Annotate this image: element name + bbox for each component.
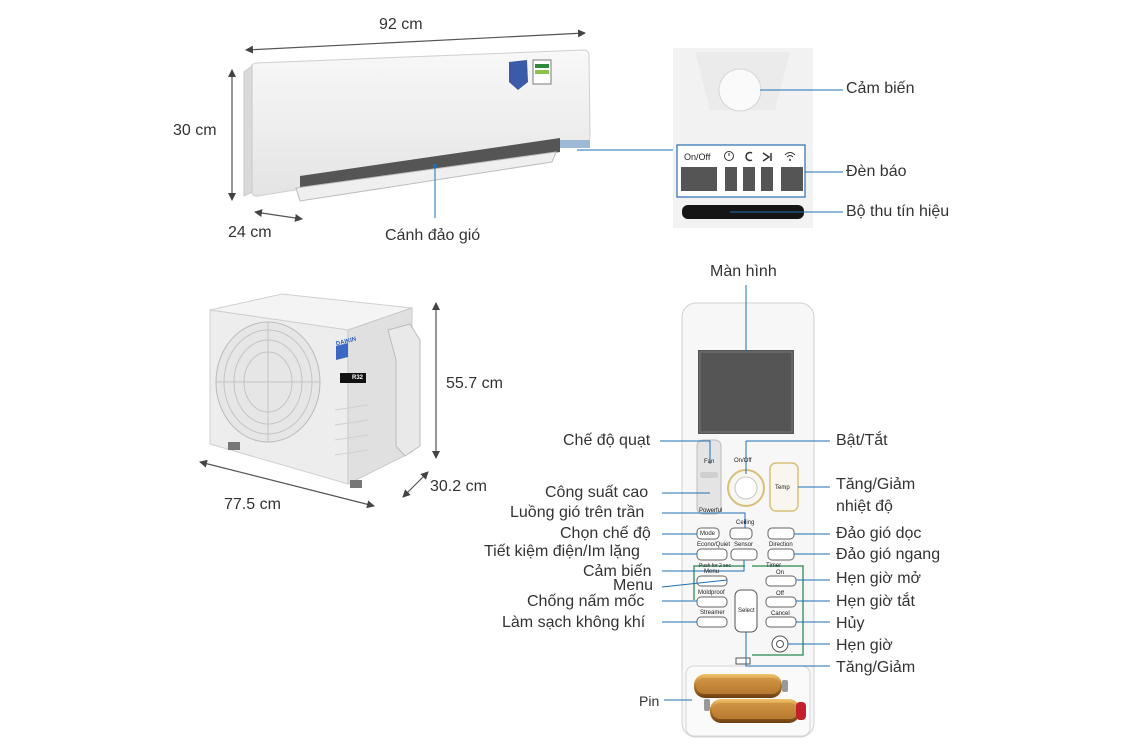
ceiling-button-text: Ceiling [736, 520, 755, 526]
timer-off-label: Hẹn giờ tắt [836, 593, 915, 610]
direction-button-text: Direction [769, 542, 793, 548]
indicator-panel [673, 48, 813, 228]
push-for-text: Push for 2 sec [699, 563, 731, 569]
battery-label: Pin [639, 693, 660, 709]
menu-label: Menu [613, 577, 654, 594]
select-button-text: Select [738, 608, 755, 614]
receiver-label: Bộ thu tín hiệu [846, 203, 950, 220]
indoor-depth-label: 24 cm [228, 224, 272, 241]
horizontal-swing-label: Đảo gió ngang [836, 546, 941, 563]
powerful-label: Công suất cao [545, 484, 649, 501]
outdoor-height-label: 55.7 cm [446, 375, 503, 392]
remote-sensor-label: Cảm biến [583, 563, 652, 580]
cancel-button-text: Cancel [771, 611, 790, 617]
panel-sensor-label: Cảm biến [846, 80, 915, 97]
mode-select-label: Chọn chế độ [560, 525, 651, 542]
mode-button-text: Mode [700, 531, 716, 537]
outdoor-depth-label: 30.2 cm [430, 478, 487, 495]
screen-label: Màn hình [710, 263, 777, 280]
temp-up-down-label-line2: nhiệt độ [836, 498, 893, 515]
indoor-height-label: 30 cm [173, 122, 217, 139]
econo-quiet-button-text: Econo/Quiet [697, 542, 731, 548]
air-clean-label: Làm sạch không khí [502, 614, 646, 631]
temp-up-down-label-line1: Tăng/Giảm [836, 476, 916, 493]
moldproof-button-text: Moldproof [698, 590, 725, 596]
outdoor-unit [209, 293, 421, 488]
timer-on-label: Hẹn giờ mở [836, 570, 922, 587]
indoor-unit [243, 49, 591, 202]
off-button-text: Off [776, 591, 784, 597]
onoff-button-text: On/Off [734, 458, 752, 464]
sensor-button-text: Sensor [734, 542, 754, 548]
up-down-label: Tăng/Giảm [836, 659, 916, 676]
powerful-button-text: Powerful [699, 508, 723, 514]
mold-proof-label: Chống nấm mốc [527, 593, 645, 610]
fan-button-text: Fan [704, 459, 715, 465]
power-onoff-label: Bật/Tắt [836, 432, 888, 449]
remote-control [681, 302, 815, 738]
vertical-swing-label: Đảo gió dọc [836, 525, 922, 542]
outdoor-width-label: 77.5 cm [224, 496, 281, 513]
remote-leader-lines [660, 285, 830, 667]
streamer-button-text: Streamer [700, 610, 725, 616]
menu-button-text: Menu [704, 569, 720, 575]
fan-mode-label: Chế độ quạt [563, 432, 651, 449]
on-button-text: On [776, 570, 785, 576]
econo-quiet-label: Tiết kiệm điện/Im lặng [484, 543, 640, 560]
timer-label: Hẹn giờ [836, 637, 893, 654]
indoor-width-label: 92 cm [379, 16, 423, 33]
cancel-label: Hủy [836, 615, 865, 632]
louver-label: Cánh đảo gió [385, 227, 481, 244]
panel-onoff-text: On/Off [684, 152, 711, 162]
timer-heading-text: Timer [766, 563, 782, 569]
temp-button-text: Temp [775, 485, 790, 491]
indicator-label: Đèn báo [846, 163, 907, 180]
ceiling-airflow-label: Luồng gió trên trần [510, 504, 645, 521]
refrigerant-badge: R32 [352, 375, 364, 381]
